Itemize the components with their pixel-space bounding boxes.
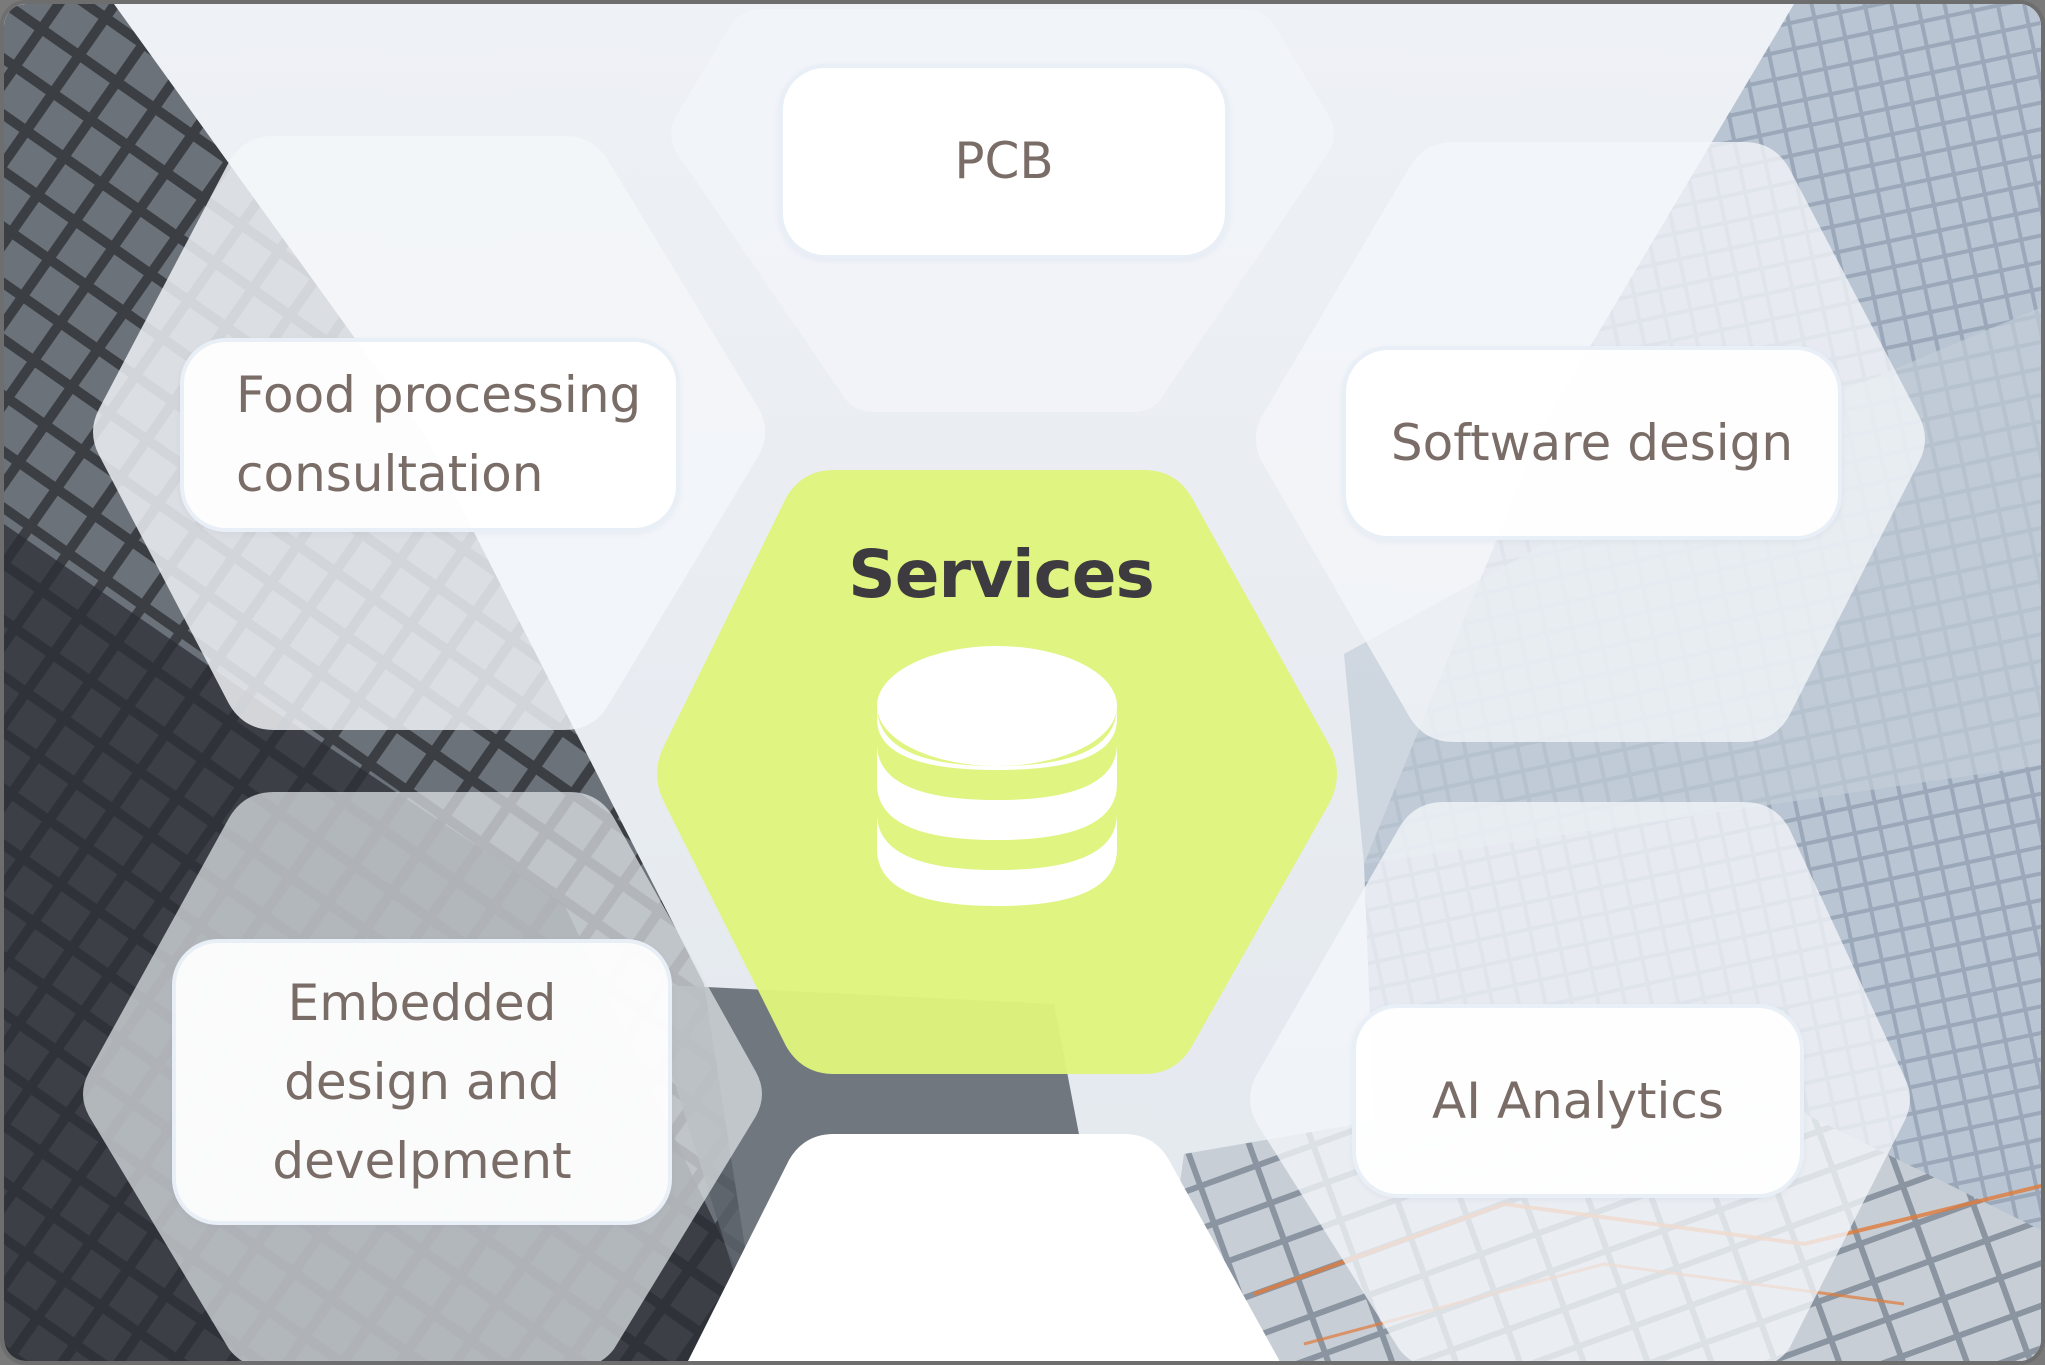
- service-label-pcb: PCB: [954, 132, 1054, 190]
- database-icon: [877, 646, 1117, 906]
- service-label-food: Food processing consultation: [236, 366, 642, 503]
- service-label-software: Software design: [1390, 413, 1794, 472]
- hex-services: [657, 470, 1337, 1074]
- service-card-embedded[interactable]: Embedded design and develpment: [172, 939, 672, 1225]
- service-label-ai: AI Analytics: [1432, 1071, 1724, 1130]
- hex-bottom: [688, 1134, 1280, 1361]
- service-label-embedded: Embedded design and develpment: [272, 973, 572, 1190]
- service-card-food[interactable]: Food processing consultation: [180, 338, 680, 532]
- service-card-pcb[interactable]: PCB: [779, 64, 1229, 259]
- service-card-ai[interactable]: AI Analytics: [1352, 1004, 1804, 1198]
- service-card-software[interactable]: Software design: [1342, 346, 1842, 540]
- services-title: Services: [848, 536, 1155, 613]
